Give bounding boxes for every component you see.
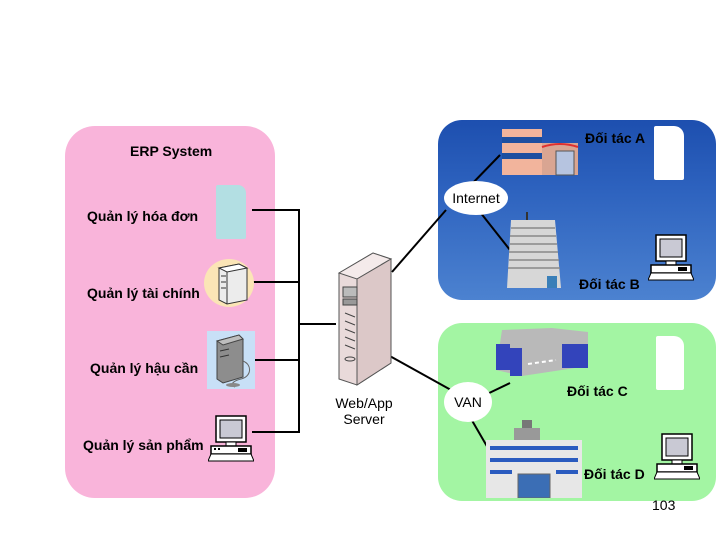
module-invoice-label: Quản lý hóa đơn <box>87 208 199 224</box>
desktop-tower-icon <box>207 331 255 389</box>
line-server-internet <box>391 209 447 273</box>
line-internet-b <box>479 211 511 251</box>
partner-a-label: Đối tác A <box>585 130 646 146</box>
partner-a-document-icon <box>654 126 684 180</box>
internet-cloud: Internet <box>444 181 508 215</box>
module-product-label: Quản lý sản phẩm <box>83 437 204 453</box>
partner-b-building-icon <box>505 210 565 288</box>
partner-d-building-icon <box>486 420 582 499</box>
partner-d-label: Đối tác D <box>584 466 645 482</box>
page-number: 103 <box>652 497 676 513</box>
server-label-line1: Web/App <box>335 395 393 411</box>
partner-b-computer-icon <box>647 233 695 281</box>
partner-b-label: Đối tác B <box>579 276 640 292</box>
module-finance-label: Quản lý tài chính <box>87 285 200 301</box>
partner-c-warehouse-icon <box>492 326 590 382</box>
partner-d-computer-icon <box>653 432 701 480</box>
web-app-server-label: Web/App Server <box>332 395 396 427</box>
server-tower-icon <box>203 258 255 308</box>
internet-cloud-label: Internet <box>452 190 500 206</box>
blank-document-icon <box>216 185 246 239</box>
module-logistics-label: Quản lý hậu cần <box>90 360 199 376</box>
partner-c-document-icon <box>656 336 684 390</box>
line-server-van <box>387 354 452 391</box>
web-app-server-icon <box>333 243 395 387</box>
van-cloud-label: VAN <box>454 394 482 410</box>
partner-c-label: Đối tác C <box>567 383 628 399</box>
van-cloud: VAN <box>444 382 492 422</box>
desktop-computer-icon <box>207 414 255 462</box>
line-invoice <box>252 209 300 433</box>
server-label-line2: Server <box>343 411 385 427</box>
erp-system-title: ERP System <box>130 143 213 159</box>
partner-a-building-icon <box>500 127 580 177</box>
